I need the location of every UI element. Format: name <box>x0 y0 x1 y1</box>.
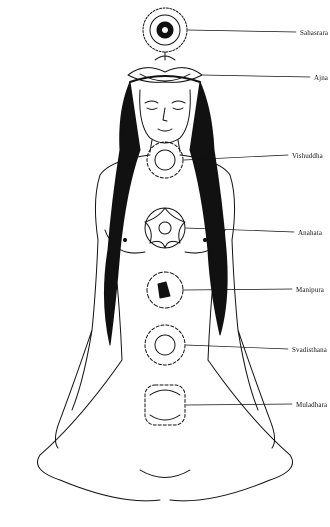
vishuddha-flower-icon <box>147 140 183 178</box>
label-sahasrara: Sahasrara <box>300 29 328 37</box>
label-svadhisthana: Svadisthana <box>292 346 327 354</box>
svadhisthana-lotus-icon <box>145 325 185 365</box>
hair <box>104 76 227 345</box>
body-outline <box>38 155 293 501</box>
anahata-lotus-icon <box>145 208 185 248</box>
manipura-lotus-icon <box>147 272 183 308</box>
label-anahata: Anahata <box>298 229 322 237</box>
face <box>140 90 191 143</box>
label-vishuddha: Vishuddha <box>292 152 323 160</box>
label-manipura: Manipura <box>296 286 324 294</box>
label-muladhara: Muladhara <box>296 401 327 409</box>
muladhara-lotus-icon <box>145 385 185 425</box>
sahasrara-lotus-icon <box>143 8 187 60</box>
label-ajna: Ajna <box>314 74 328 82</box>
